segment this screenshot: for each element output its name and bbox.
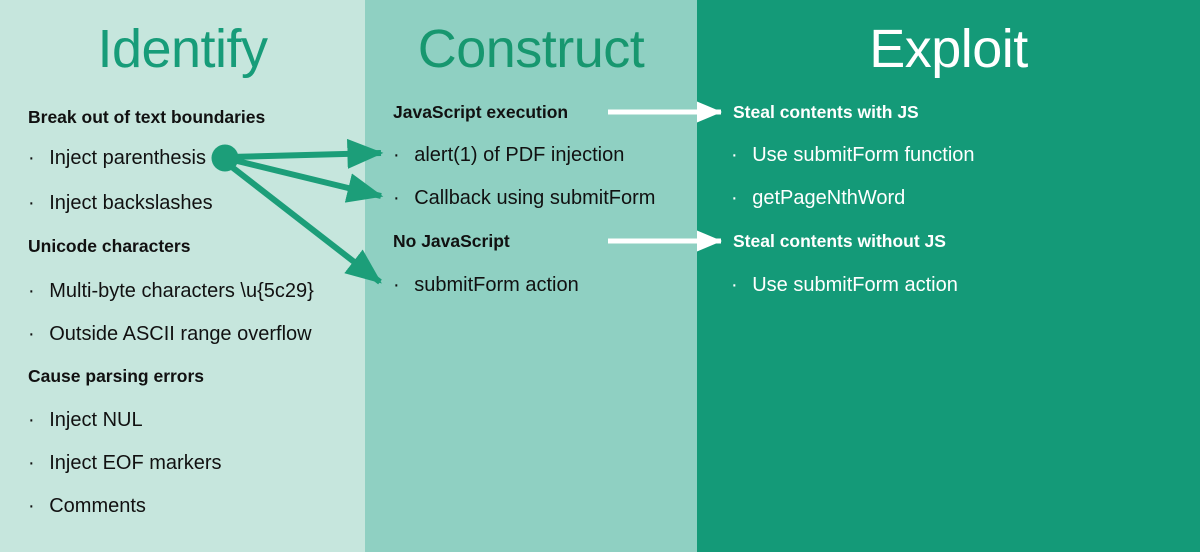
- list-item-label: Inject parenthesis: [49, 147, 206, 169]
- bullet-icon: ·: [28, 495, 35, 517]
- list-item-label: Comments: [49, 495, 146, 517]
- list-item-label: Callback using submitForm: [414, 187, 656, 209]
- bullet-icon: ·: [28, 147, 35, 169]
- list-item-use-submitform-action: · Use submitForm action: [731, 275, 958, 295]
- column-title-identify: Identify: [97, 19, 268, 79]
- bullet-icon: ·: [28, 280, 35, 302]
- column-construct: [365, 0, 697, 552]
- list-item-label: Inject backslashes: [49, 192, 213, 214]
- column-title-construct: Construct: [417, 19, 645, 79]
- list-item-comments: · Comments: [28, 496, 146, 516]
- list-item-label: Use submitForm action: [752, 274, 958, 296]
- list-item-label: getPageNthWord: [752, 187, 906, 209]
- list-item-inject-nul: · Inject NUL: [28, 410, 143, 430]
- bullet-icon: ·: [28, 409, 35, 431]
- list-item-label: alert(1) of PDF injection: [414, 144, 625, 166]
- group-heading-unicode-characters: Unicode characters: [28, 236, 191, 256]
- group-heading-steal-contents-with-js: Steal contents with JS: [733, 102, 919, 122]
- list-item-label: Inject EOF markers: [49, 452, 222, 474]
- list-item-multi-byte-characters: · Multi-byte characters \u{5c29}: [28, 281, 314, 301]
- group-heading-cause-parsing-errors: Cause parsing errors: [28, 366, 205, 386]
- group-heading-steal-contents-without-js: Steal contents without JS: [733, 231, 946, 251]
- list-item-getpagenthword: · getPageNthWord: [731, 188, 905, 208]
- list-item-alert-pdf-injection: · alert(1) of PDF injection: [393, 145, 624, 165]
- list-item-label: Multi-byte characters \u{5c29}: [49, 280, 314, 302]
- bullet-icon: ·: [393, 187, 400, 209]
- list-item-inject-backslashes: · Inject backslashes: [28, 193, 213, 213]
- bullet-icon: ·: [731, 144, 738, 166]
- list-item-label: Outside ASCII range overflow: [49, 323, 312, 345]
- bullet-icon: ·: [731, 274, 738, 296]
- bullet-icon: ·: [28, 192, 35, 214]
- group-heading-no-javascript: No JavaScript: [393, 231, 510, 251]
- list-item-inject-eof-markers: · Inject EOF markers: [28, 453, 222, 473]
- bullet-icon: ·: [393, 274, 400, 296]
- list-item-label: submitForm action: [414, 274, 579, 296]
- column-exploit: [697, 0, 1200, 552]
- column-title-exploit: Exploit: [869, 19, 1028, 79]
- list-item-callback-using-submitform: · Callback using submitForm: [393, 188, 655, 208]
- list-item-outside-ascii-range: · Outside ASCII range overflow: [28, 324, 312, 344]
- bullet-icon: ·: [393, 144, 400, 166]
- bullet-icon: ·: [28, 323, 35, 345]
- list-item-submitform-action: · submitForm action: [393, 275, 579, 295]
- bullet-icon: ·: [28, 452, 35, 474]
- list-item-inject-parenthesis: · Inject parenthesis: [28, 148, 206, 168]
- list-item-label: Use submitForm function: [752, 144, 975, 166]
- group-heading-break-out: Break out of text boundaries: [28, 107, 266, 127]
- list-item-label: Inject NUL: [49, 409, 143, 431]
- list-item-use-submitform-function: · Use submitForm function: [731, 145, 975, 165]
- bullet-icon: ·: [731, 187, 738, 209]
- group-heading-javascript-execution: JavaScript execution: [393, 102, 569, 122]
